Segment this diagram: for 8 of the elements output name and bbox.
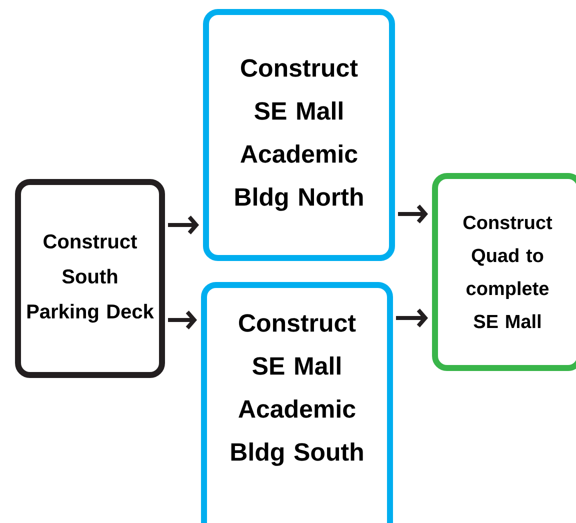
process-box: Construct Quad to complete SE Mall (432, 173, 576, 371)
process-box: Construct SE Mall Academic Bldg North (203, 9, 395, 261)
process-box: Construct South Parking Deck (15, 179, 165, 378)
arrow (398, 204, 428, 224)
arrow (396, 308, 428, 328)
process-box: Construct SE Mall Academic Bldg South (201, 282, 393, 523)
arrow (168, 216, 199, 234)
arrow (168, 310, 197, 330)
